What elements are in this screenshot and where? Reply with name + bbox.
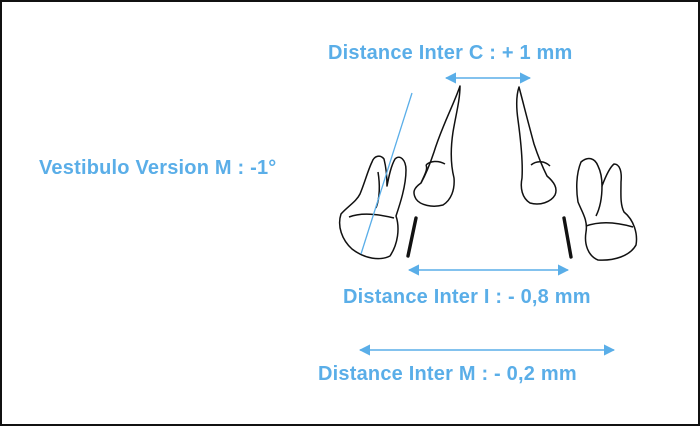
vestibulo-version-m-label: Vestibulo Version M : -1° bbox=[39, 157, 277, 179]
distance-inter-c-label: Distance Inter C : + 1 mm bbox=[328, 42, 573, 64]
distance-inter-m-label: Distance Inter M : - 0,2 mm bbox=[318, 363, 577, 385]
right-molar-tooth bbox=[576, 157, 638, 261]
distance-inter-i-label: Distance Inter I : - 0,8 mm bbox=[343, 286, 591, 308]
left-molar-tooth bbox=[338, 155, 407, 260]
right-incisor-marker bbox=[562, 216, 573, 259]
vestibulo-version-axis bbox=[360, 92, 413, 255]
left-incisor-marker bbox=[406, 216, 418, 258]
left-canine-tooth bbox=[413, 85, 461, 207]
right-canine-tooth bbox=[515, 86, 557, 205]
